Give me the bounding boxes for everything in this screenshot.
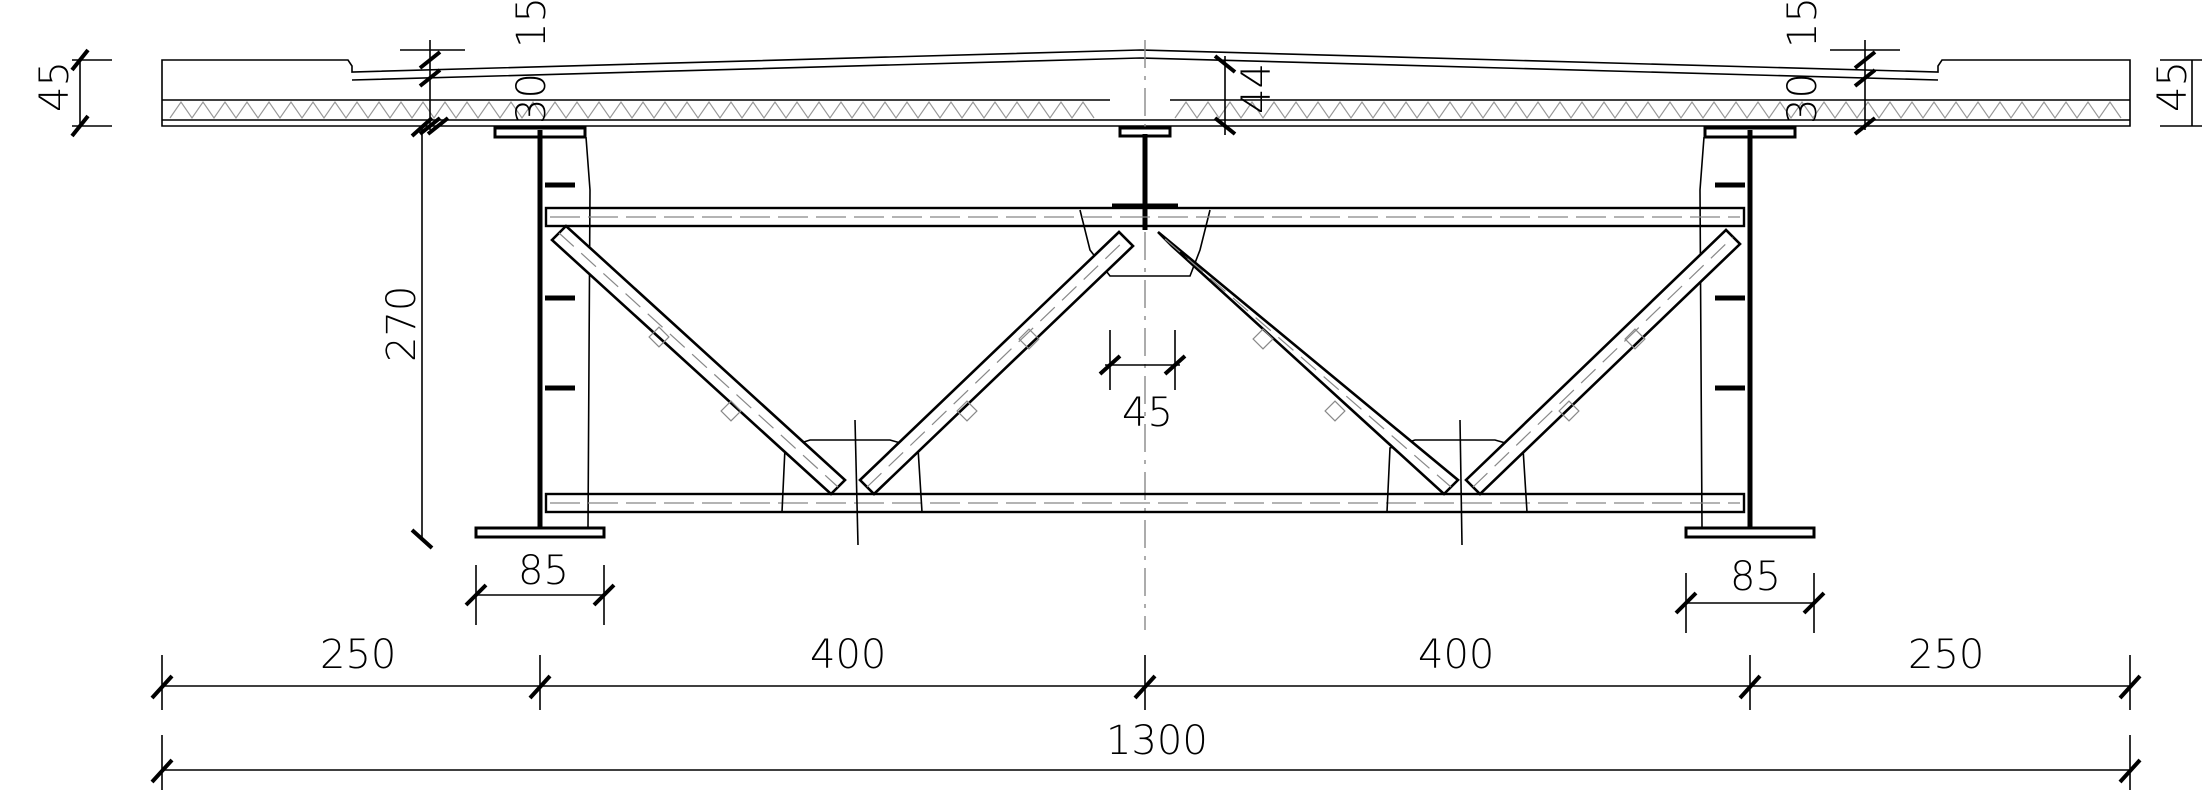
dim-brace-gap: 45 xyxy=(1122,390,1173,436)
dim-topping-left: 15 xyxy=(509,0,555,48)
dim-span-right-overhang: 250 xyxy=(1908,632,1984,678)
dim-span-right-bay: 400 xyxy=(1418,632,1494,678)
dim-flange-right: 85 xyxy=(1730,554,1781,600)
dim-overall-width: 1300 xyxy=(1106,718,1208,764)
dim-center-depth: 44 xyxy=(1234,63,1280,114)
dim-topping-right: 15 xyxy=(1780,0,1826,48)
bottom-chord xyxy=(544,419,1746,546)
dim-flange-left: 85 xyxy=(518,548,569,594)
dim-deck-right: 45 xyxy=(2150,61,2196,112)
dim-span-left-bay: 400 xyxy=(810,632,886,678)
dimension-lines xyxy=(70,40,2202,790)
dim-slab-left: 30 xyxy=(509,73,555,124)
right-main-girder xyxy=(1684,126,1816,539)
left-main-girder xyxy=(474,126,606,539)
top-chord xyxy=(544,206,1746,228)
dim-deck-left: 45 xyxy=(32,61,78,112)
deck-slab xyxy=(161,49,2131,127)
dim-span-left-overhang: 250 xyxy=(320,632,396,678)
dim-girder-height: 270 xyxy=(379,286,425,362)
diagonal-braces xyxy=(550,224,1742,496)
center-stringer xyxy=(1079,126,1211,277)
dim-slab-right: 30 xyxy=(1780,73,1826,124)
